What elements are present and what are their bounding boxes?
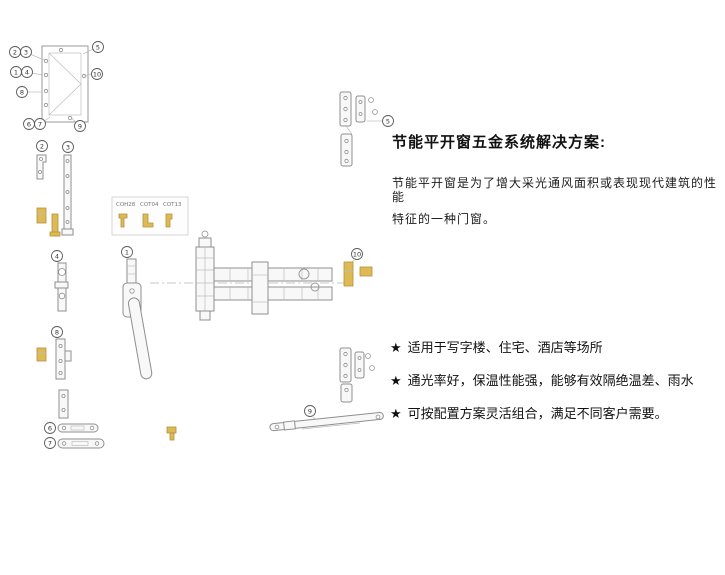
callout-number: 6: [48, 425, 52, 433]
star-bullet-icon: ★: [390, 340, 402, 355]
callout-number: 9: [78, 123, 82, 131]
profile-label-3: COT13: [163, 202, 182, 208]
callout-number: 3: [24, 49, 28, 57]
callout-8-schematic: 8: [16, 86, 28, 98]
feature-item-3: ★ 可按配置方案灵活组合，满足不同客户需要。: [390, 404, 725, 423]
gold-fitting-bottom: [166, 426, 177, 441]
part-6-striker: 6: [44, 422, 99, 434]
part-5-hinge: 5: [339, 91, 394, 167]
part-4-corner-drive: 4: [51, 250, 69, 312]
gold-fitting-lower: [36, 347, 47, 362]
feature-text-1: 适用于写字楼、住宅、酒店等场所: [407, 340, 603, 355]
profile-code-box: COH28 COT04 COT13: [111, 196, 189, 236]
callout-number: 1: [14, 69, 18, 77]
window-schematic: [27, 45, 94, 124]
profile-icon-1: [118, 213, 128, 228]
feature-text-3: 可按配置方案灵活组合，满足不同客户需要。: [407, 406, 668, 421]
callout-6-schematic: 6: [23, 118, 35, 130]
callout-1-schematic: 1: [10, 66, 22, 78]
profile-icon-2: [142, 213, 154, 228]
description-line-2: 特征的一种门窗。: [392, 212, 497, 226]
part-10-cam: 10: [343, 248, 373, 287]
callout-number: 1: [125, 249, 129, 257]
callout-10-schematic: 10: [91, 68, 103, 80]
callout-number: 4: [25, 69, 29, 77]
callout-7-schematic: 7: [34, 118, 46, 130]
star-bullet-icon: ★: [390, 373, 402, 388]
callout-number: 6: [27, 121, 31, 129]
part-2-lock-block: 2: [36, 140, 48, 180]
callout-number: 4: [55, 253, 59, 261]
part-9-stay-arm: 9: [269, 405, 384, 432]
gold-fitting-strip: [49, 213, 61, 237]
callout-number: 2: [13, 49, 17, 57]
page-title: 节能平开窗五金系统解决方案:: [392, 134, 606, 151]
callout-2-schematic: 2: [9, 46, 21, 58]
gold-fitting-upper: [36, 207, 47, 224]
profile-icon-3: [165, 213, 173, 228]
part-hinge-lower: [339, 347, 375, 403]
part-8-keeper: 8: [51, 326, 72, 380]
profile-cross-sections: [150, 230, 348, 321]
callout-9-schematic: 9: [74, 120, 86, 132]
callout-number: 5: [386, 118, 390, 126]
part-3-espagnolette-strip: 3: [61, 141, 74, 236]
feature-item-1: ★ 适用于写字楼、住宅、酒店等场所: [390, 338, 725, 357]
callout-5-schematic: 5: [92, 41, 104, 53]
part-7-striker: 7: [44, 437, 105, 449]
callout-3-schematic: 3: [20, 46, 32, 58]
callout-number: 5: [96, 44, 100, 52]
callout-number: 10: [93, 71, 101, 79]
profile-label-1: COH28: [116, 202, 136, 208]
callout-number: 7: [48, 440, 52, 448]
hardware-diagram: 2 3 5 1 4 10 8 6 7 9 2: [9, 41, 394, 449]
feature-text-2: 通光率好，保温性能强，能够有效隔绝温差、雨水: [407, 373, 694, 388]
callout-4-schematic: 4: [21, 66, 33, 78]
profile-label-2: COT04: [140, 202, 159, 208]
callout-number: 8: [20, 89, 24, 97]
callout-number: 9: [308, 408, 312, 416]
part-1-handle: 1: [121, 246, 153, 380]
callout-number: 8: [55, 329, 59, 337]
callout-number: 3: [66, 144, 70, 152]
callout-number: 7: [38, 121, 42, 129]
star-bullet-icon: ★: [390, 406, 402, 421]
description-line-1: 节能平开窗是为了增大采光通风面积或表现现代建筑的性能: [392, 176, 718, 204]
feature-item-2: ★ 通光率好，保温性能强，能够有效隔绝温差、雨水: [390, 371, 725, 390]
part-connector-small: [58, 389, 69, 419]
callout-number: 10: [353, 251, 361, 259]
feature-list: ★ 适用于写字楼、住宅、酒店等场所 ★ 通光率好，保温性能强，能够有效隔绝温差、…: [390, 338, 725, 437]
callout-number: 2: [40, 143, 44, 151]
